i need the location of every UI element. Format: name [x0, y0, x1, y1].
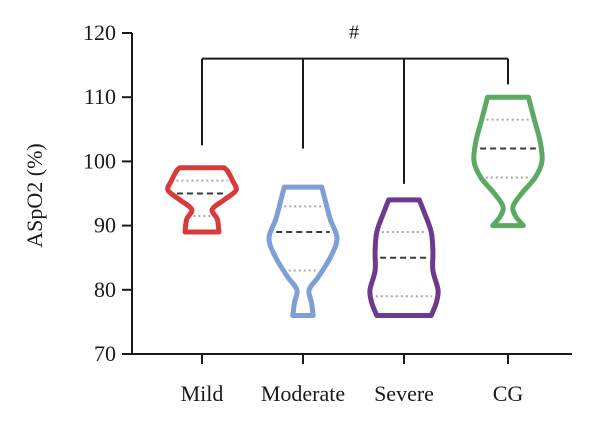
violin-cg — [471, 94, 545, 229]
y-tick-label: 80 — [94, 277, 116, 302]
y-tick-label: 70 — [94, 341, 116, 366]
x-tick-label: Severe — [374, 381, 434, 406]
violins — [165, 94, 545, 318]
significance-marker: # — [349, 22, 359, 44]
y-tick-label: 100 — [83, 148, 116, 173]
violin-outline — [367, 197, 441, 318]
violin-outline — [471, 94, 545, 229]
violin-mild — [165, 165, 239, 235]
x-ticks: Mild Moderate Severe CG — [181, 354, 524, 406]
violin-severe — [367, 197, 441, 318]
significance-brackets: # — [201, 22, 509, 184]
violin-outline — [165, 165, 239, 235]
axes: 70 80 90 100 110 120 Mild Moderate Severe CG ASp… — [22, 20, 572, 406]
y-tick-label: 120 — [83, 20, 116, 45]
y-ticks: 70 80 90 100 110 120 — [83, 20, 132, 366]
violin-outline — [266, 184, 340, 318]
y-tick-label: 90 — [94, 213, 116, 238]
x-tick-label: Moderate — [261, 381, 345, 406]
violin-moderate — [266, 184, 340, 318]
y-tick-label: 110 — [84, 84, 116, 109]
x-tick-label: CG — [493, 381, 524, 406]
y-axis-title: ASpO2 (%) — [22, 143, 47, 248]
x-tick-label: Mild — [181, 381, 224, 406]
